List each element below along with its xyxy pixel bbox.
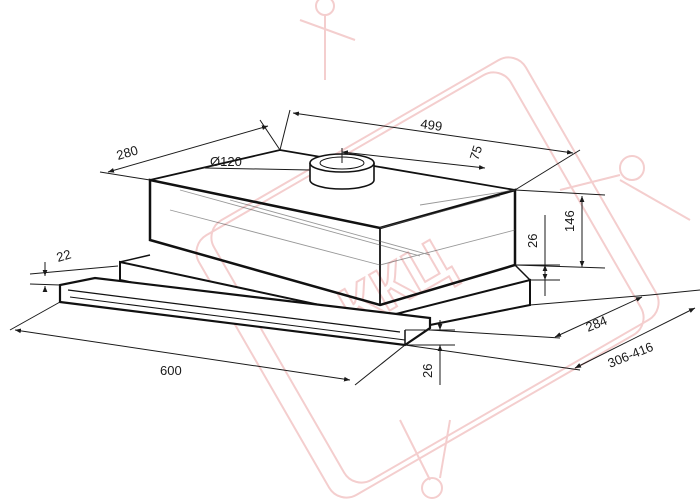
dim-label-22: 22 [55,246,73,264]
dim-label-146: 146 [562,210,577,232]
dim-label-600: 600 [160,363,182,378]
dim-label-280: 280 [115,142,140,162]
dim-label-75: 75 [467,143,486,161]
dim-label-26-lower: 26 [420,364,435,378]
dimension-lines [9,109,700,386]
dim-label-duct-diameter: Ø120 [210,154,242,169]
dim-label-26-upper: 26 [525,234,540,248]
dim-label-306-416: 306-416 [606,339,656,371]
dim-label-284: 284 [584,313,610,335]
dim-label-499: 499 [420,116,444,134]
